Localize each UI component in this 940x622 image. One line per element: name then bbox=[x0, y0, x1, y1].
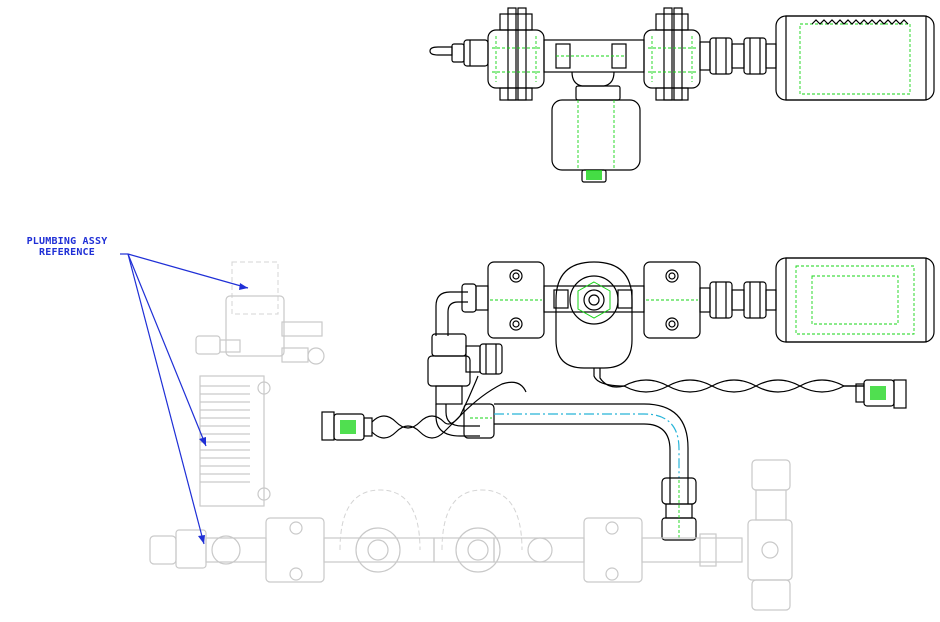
cooler-fins bbox=[200, 385, 250, 483]
top-view-assembly bbox=[429, 7, 935, 183]
plumbing-reference-ghost bbox=[149, 261, 793, 611]
front-view-assembly bbox=[321, 257, 935, 541]
callout-line-1: PLUMBING ASSY bbox=[26, 236, 108, 247]
callout-leader-lines bbox=[120, 253, 249, 545]
plumbing-assy-reference-callout: PLUMBING ASSY REFERENCE bbox=[8, 236, 126, 258]
callout-line-2: REFERENCE bbox=[39, 247, 95, 258]
